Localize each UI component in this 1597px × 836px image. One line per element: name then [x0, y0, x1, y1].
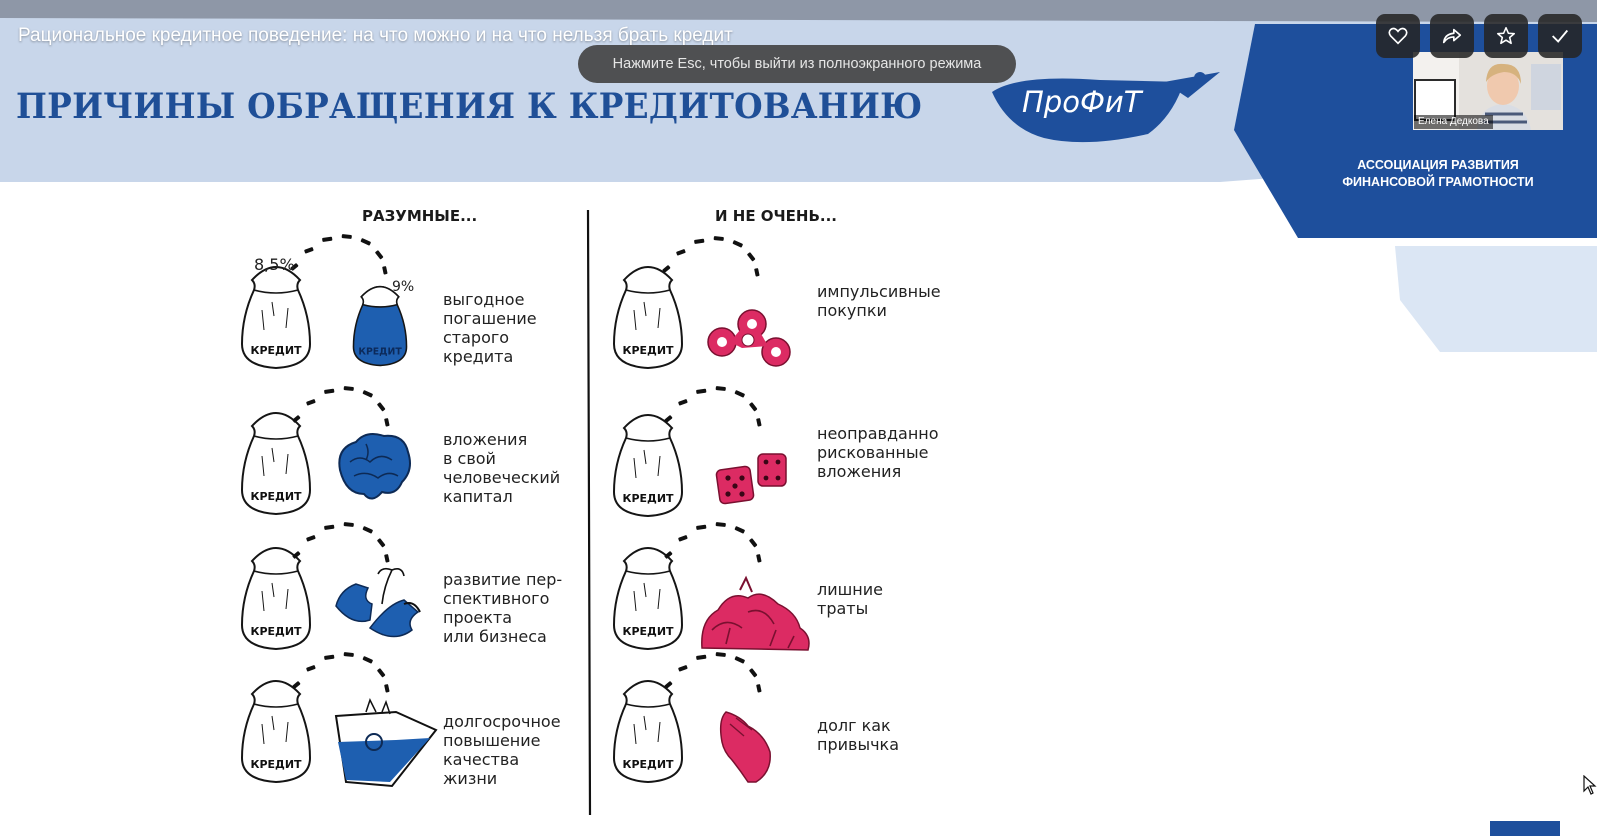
credit-bag-icon: КРЕДИТ [241, 547, 311, 650]
rate-old: 8,5% [254, 255, 295, 274]
dishwasher-icon [334, 698, 438, 788]
logo-text: ПроФиТ [1022, 85, 1144, 119]
heart-icon [1388, 27, 1408, 45]
credit-bag-icon: КРЕДИТ [613, 547, 683, 650]
column-divider [586, 210, 592, 815]
video-title: Рациональное кредитное поведение: на что… [18, 25, 733, 46]
profit-logo: ПроФиТ [992, 72, 1220, 143]
svg-text:КРЕДИТ: КРЕДИТ [250, 490, 302, 503]
svg-text:КРЕДИТ: КРЕДИТ [622, 344, 674, 357]
brain-icon [338, 433, 411, 500]
participant-name: Елена Дедкова [1414, 115, 1493, 129]
participant-video[interactable] [1413, 52, 1563, 130]
credit-bag-icon: КРЕДИТ [613, 266, 683, 369]
svg-text:КРЕДИТ: КРЕДИТ [622, 758, 674, 771]
favorite-button[interactable] [1484, 14, 1528, 58]
svg-text:КРЕДИТ: КРЕДИТ [250, 758, 302, 771]
share-icon [1442, 28, 1462, 44]
svg-text:КРЕДИТ: КРЕДИТ [622, 492, 674, 505]
done-button[interactable] [1538, 14, 1582, 58]
association-name: АССОЦИАЦИЯ РАЗВИТИЯ ФИНАНСОВОЙ ГРАМОТНОС… [1342, 158, 1534, 189]
share-button[interactable] [1430, 14, 1474, 58]
like-button[interactable] [1376, 14, 1420, 58]
svg-text:КРЕДИТ: КРЕДИТ [250, 344, 302, 357]
fullscreen-exit-hint: Нажмите Esc, чтобы выйти из полноэкранно… [578, 45, 1016, 83]
star-icon [1496, 26, 1516, 45]
check-icon [1552, 29, 1569, 43]
svg-text:КРЕДИТ: КРЕДИТ [622, 625, 674, 638]
seedling-hands-icon [335, 567, 421, 638]
left-column-heading: РАЗУМНЫЕ... [362, 207, 478, 225]
dice-icon [715, 453, 787, 505]
right-column-heading: И НЕ ОЧЕНЬ... [715, 207, 837, 225]
slide-title: ПРИЧИНЫ ОБРАЩЕНИЯ К КРЕДИТОВАНИЮ [16, 86, 923, 127]
credit-bag-icon: КРЕДИТ [241, 412, 311, 515]
credit-bag-icon: КРЕДИТ [241, 680, 311, 783]
mouse-cursor-icon [1583, 775, 1597, 795]
participant-avatar [1413, 52, 1563, 130]
shoes-pile-icon [701, 575, 810, 651]
svg-text:КРЕДИТ: КРЕДИТ [250, 625, 302, 638]
credit-bag-icon: КРЕДИТ [613, 414, 683, 517]
rate-new: 9% [392, 279, 414, 295]
fidget-spinner-icon [707, 309, 791, 367]
credit-bag-icon: КРЕДИТ [241, 266, 311, 369]
blue-credit-bag-icon: КРЕДИТ [352, 285, 408, 367]
begging-hand-icon [719, 711, 771, 783]
svg-text:КРЕДИТ: КРЕДИТ [358, 347, 402, 358]
credit-bag-icon: КРЕДИТ [613, 680, 683, 783]
